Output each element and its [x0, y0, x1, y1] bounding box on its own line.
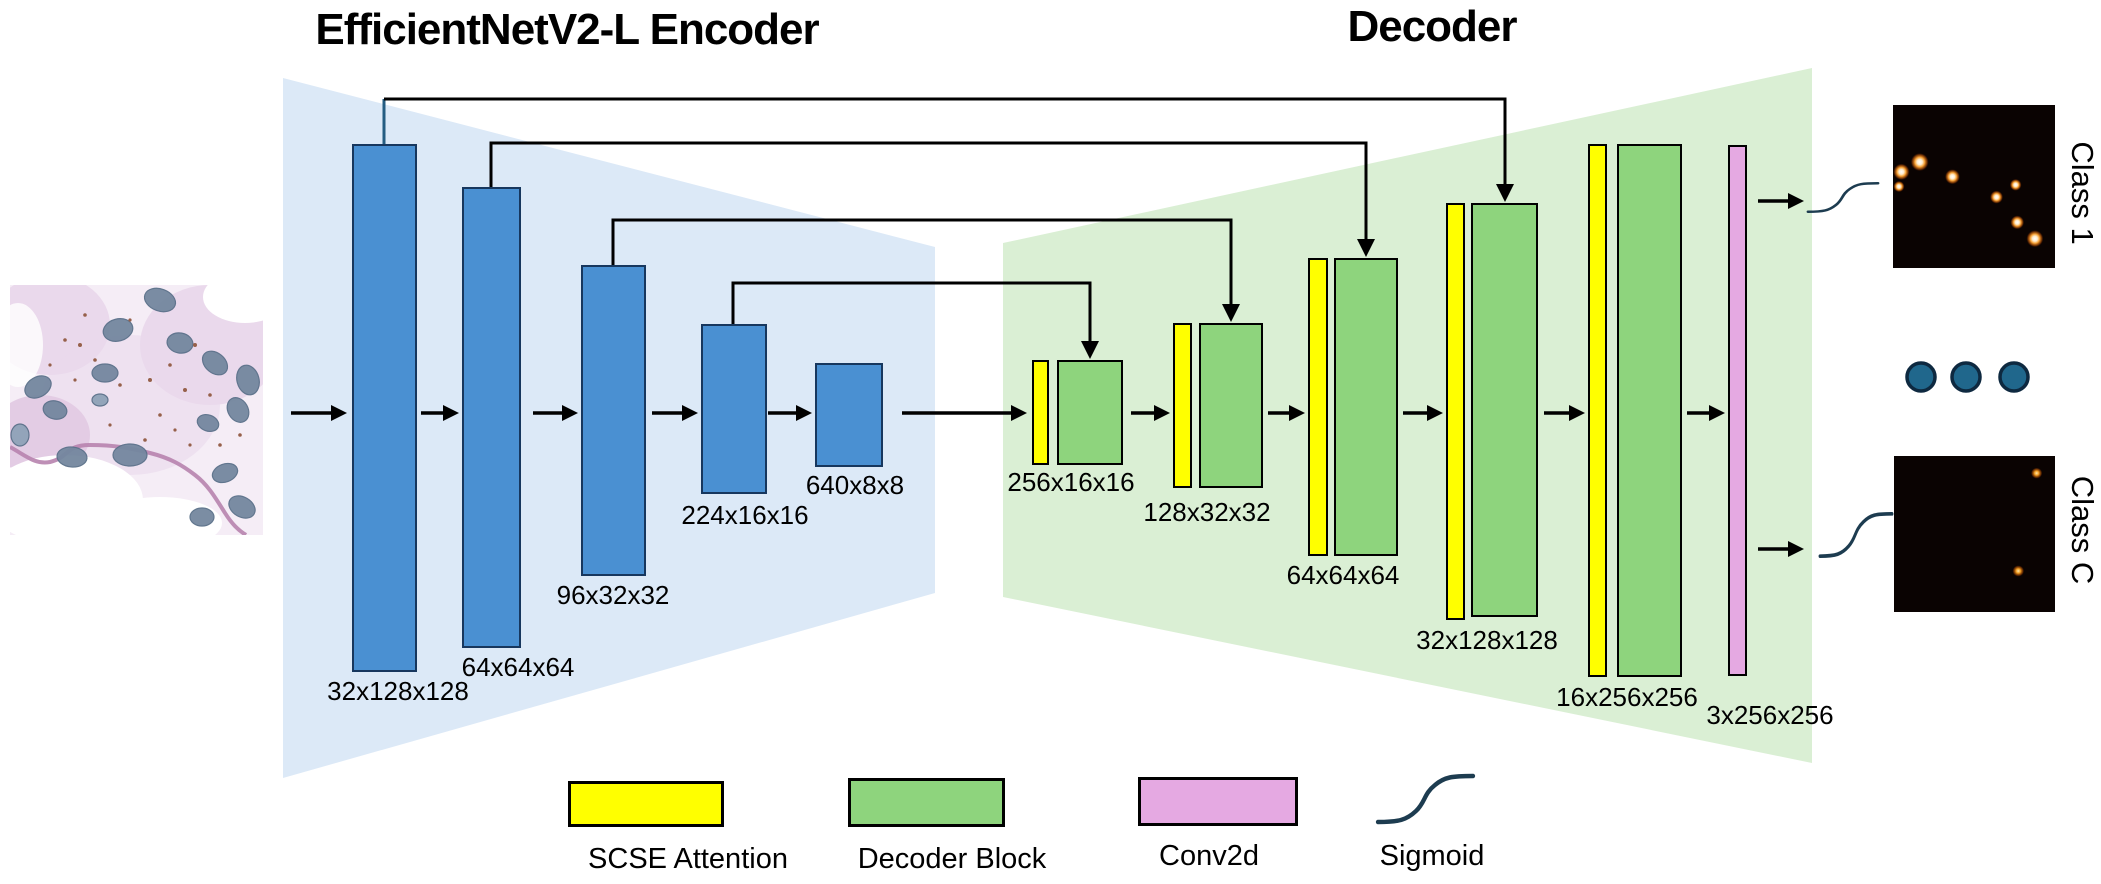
detection-dot: [1945, 169, 1960, 185]
decoder-block-3-dims: 64x64x64: [1286, 560, 1400, 590]
decoder-block-3: [1334, 258, 1398, 556]
legend-decoder-block-swatch: [848, 778, 1005, 827]
detection-dot: [2009, 179, 2022, 191]
decoder-block-4: [1471, 203, 1538, 617]
legend-sigmoid-label: Sigmoid: [1379, 840, 1485, 872]
sigmoid-icon: [1806, 181, 1880, 214]
legend-scse-swatch: [568, 781, 724, 827]
encoder-block-2-dims: 64x64x64: [461, 652, 575, 682]
conv2d-block: [1728, 145, 1747, 676]
sigmoid-icon: [1818, 512, 1894, 558]
decoder-block-5-dims: 16x256x256: [1556, 682, 1698, 712]
detection-dot: [1910, 153, 1929, 172]
detection-dot: [2012, 565, 2025, 577]
legend-scse-label: SCSE Attention: [588, 843, 788, 875]
encoder-block-2: [462, 187, 521, 648]
output-arrows: [1758, 193, 1804, 557]
flow-arrows: [291, 405, 1725, 421]
legend-decoder-block-label: Decoder Block: [857, 843, 1047, 875]
detection-dot: [2031, 467, 2043, 479]
skip-connection-4: [731, 281, 1099, 359]
decoder-block-1: [1057, 360, 1123, 465]
detection-dot: [1990, 190, 2003, 204]
encoder-block-1: [352, 144, 417, 672]
scse-attention-5: [1588, 144, 1607, 677]
detection-dot: [1893, 180, 1905, 193]
input-histology-image: [10, 285, 263, 535]
scse-attention-2: [1173, 323, 1192, 488]
skip-connection-1: [382, 97, 1514, 202]
decoder-title: Decoder: [1347, 2, 1517, 51]
conv2d-dims: 3x256x256: [1706, 700, 1834, 730]
encoder-block-3: [581, 265, 646, 576]
skip-connection-2: [489, 141, 1375, 257]
decoder-block-5: [1617, 144, 1682, 677]
encoder-title: EfficientNetV2-L Encoder: [315, 5, 819, 54]
ellipsis-dots-icon: [1905, 361, 2030, 393]
classC-output-image: [1894, 456, 2055, 612]
legend-conv2d-swatch: [1138, 777, 1298, 826]
decoder-funnel-background: [1003, 68, 1812, 763]
encoder-block-4-dims: 224x16x16: [681, 500, 809, 530]
encoder-block-4: [701, 324, 767, 494]
classC-label: Class C: [2065, 475, 2100, 585]
decoder-block-2-dims: 128x32x32: [1143, 497, 1271, 527]
encoder-block-1-dims: 32x128x128: [327, 676, 469, 706]
class1-label: Class 1: [2065, 141, 2100, 245]
skip-connection-3: [611, 218, 1240, 322]
detection-dot: [1893, 163, 1910, 180]
encoder-block-5-dims: 640x8x8: [805, 470, 905, 500]
encoder-block-3-dims: 96x32x32: [556, 580, 670, 610]
scse-attention-1: [1032, 360, 1049, 465]
decoder-block-1-dims: 256x16x16: [1007, 467, 1135, 497]
decoder-block-2: [1199, 323, 1263, 488]
scse-attention-3: [1308, 258, 1328, 556]
legend-conv2d-label: Conv2d: [1159, 840, 1259, 872]
detection-dot: [2010, 215, 2025, 230]
scse-attention-4: [1446, 203, 1465, 620]
encoder-block-5: [815, 363, 883, 467]
decoder-block-4-dims: 32x128x128: [1416, 625, 1558, 655]
class1-output-image: [1893, 105, 2055, 268]
sigmoid-legend-icon: [1378, 776, 1473, 822]
detection-dot: [2026, 230, 2044, 248]
